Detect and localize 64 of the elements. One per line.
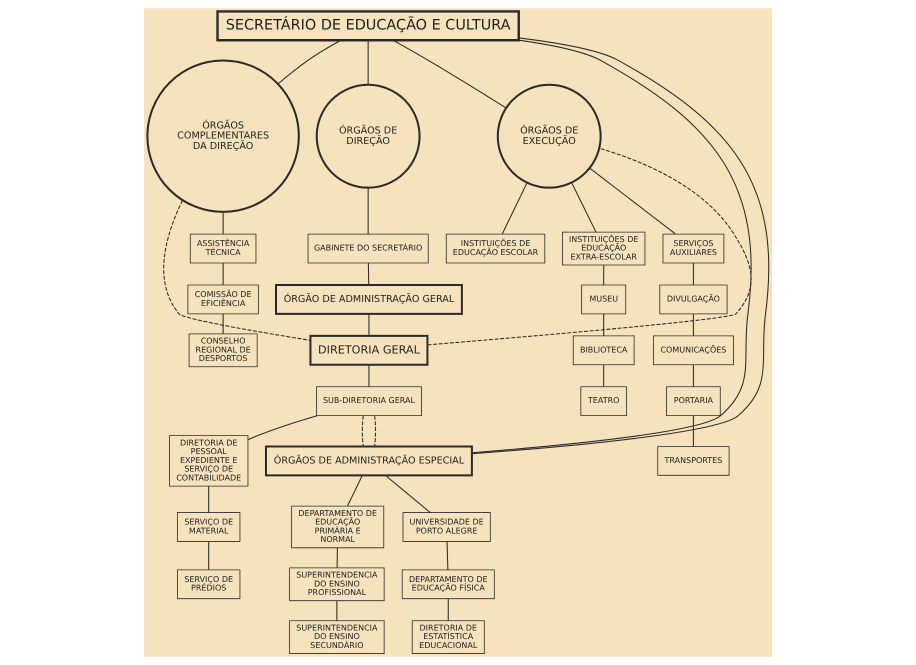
node-box: INSTITUIÇÕES DE EDUCAÇÃO EXTRA-ESCOLAR — [562, 232, 646, 266]
node-box: UNIVERSIDADE DE PORTO ALEGRE — [402, 512, 491, 542]
connector — [362, 416, 364, 446]
node-box: ÓRGÃOS DE ADMINISTRAÇÃO ESPECIAL — [264, 445, 473, 476]
connector — [278, 40, 342, 84]
node-box: TEATRO — [580, 386, 627, 416]
node-box: COMISSÃO DE EFICIÊNCIA — [187, 284, 259, 314]
connector — [368, 364, 370, 387]
node-box: PORTARIA — [666, 386, 721, 416]
connector — [368, 314, 370, 336]
node-circle: ÓRGÃOS DE DIREÇÃO — [316, 84, 421, 189]
node-box: TRANSPORTES — [657, 446, 730, 476]
connector — [603, 265, 604, 285]
node-box: SERVIÇO DE PRÉDIOS — [177, 569, 240, 600]
node-circle: ÓRGÃOS DE EXECUÇÃO — [496, 84, 602, 189]
connector — [446, 542, 448, 570]
node-box: MUSEU — [581, 284, 626, 314]
connector — [368, 188, 369, 234]
node-box: GABINETE DO SECRETÁRIO — [308, 234, 429, 264]
node-box: COMUNICAÇÕES — [652, 336, 734, 366]
node-box: SUB-DIRETORIA GERAL — [316, 386, 422, 416]
connector — [603, 364, 604, 387]
node-box: SECRETÁRIO DE EDUCAÇÃO E CULTURA — [216, 10, 520, 42]
connector — [222, 314, 224, 334]
connector — [571, 182, 596, 232]
node-box: DEPARTAMENTO DE EDUCAÇÃO PRIMÁRIA E NORMAL — [291, 506, 384, 548]
node-box: BIBLIOTECA — [572, 336, 635, 366]
connector — [222, 263, 224, 285]
connector — [374, 416, 376, 446]
node-box: CONSELHO REGIONAL DE DESPORTOS — [188, 334, 258, 368]
connector — [603, 314, 604, 336]
node-box: DIRETORIA DE ESTATÍSTICA EDUCACIONAL — [412, 620, 485, 654]
connector — [248, 415, 318, 440]
connector — [385, 474, 431, 513]
node-box: INSTITUIÇÕES DE EDUCAÇÃO ESCOLAR — [446, 234, 546, 264]
node-box: DEPARTAMENTO DE EDUCAÇÃO FÍSICA — [402, 569, 495, 600]
node-box: SUPERINTENDENCIA DO ENSINO SECUNDÁRIO — [289, 620, 385, 654]
connector — [692, 314, 694, 336]
connector — [427, 148, 752, 346]
connector — [336, 548, 338, 568]
connector — [336, 600, 338, 620]
connector — [589, 168, 676, 234]
connector — [208, 542, 210, 570]
connector — [368, 263, 370, 285]
node-box: ASSISTÊNCIA TÉCNICA — [190, 234, 256, 264]
connector — [208, 486, 210, 512]
connector — [692, 364, 694, 387]
connector — [448, 598, 449, 620]
node-box: DIRETORIA DE PESSOAL EXPEDIENTE E SERVIÇO DE CONTABILIDADE — [169, 435, 248, 487]
connector — [692, 263, 694, 285]
node-box: SERVIÇOS AUXILIARES — [662, 234, 724, 264]
node-box: SUPERINTENDENCIA DO ENSINO PROFISSIONAL — [289, 567, 385, 602]
connector — [502, 182, 528, 234]
node-box: SERVIÇO DE MATERIAL — [177, 512, 240, 542]
connector — [163, 200, 310, 341]
connector — [222, 212, 224, 234]
connector — [392, 40, 506, 108]
connector — [347, 475, 363, 506]
node-circle: ÓRGÃOS COMPLEMENTARES DA DIREÇÃO — [146, 59, 300, 213]
node-box: DIVULGAÇÃO — [659, 284, 728, 314]
connector — [368, 40, 369, 85]
node-box: DIRETORIA GERAL — [309, 334, 428, 366]
node-box: ÓRGÃO DE ADMINISTRAÇÃO GERAL — [275, 284, 463, 315]
connector — [692, 416, 694, 446]
